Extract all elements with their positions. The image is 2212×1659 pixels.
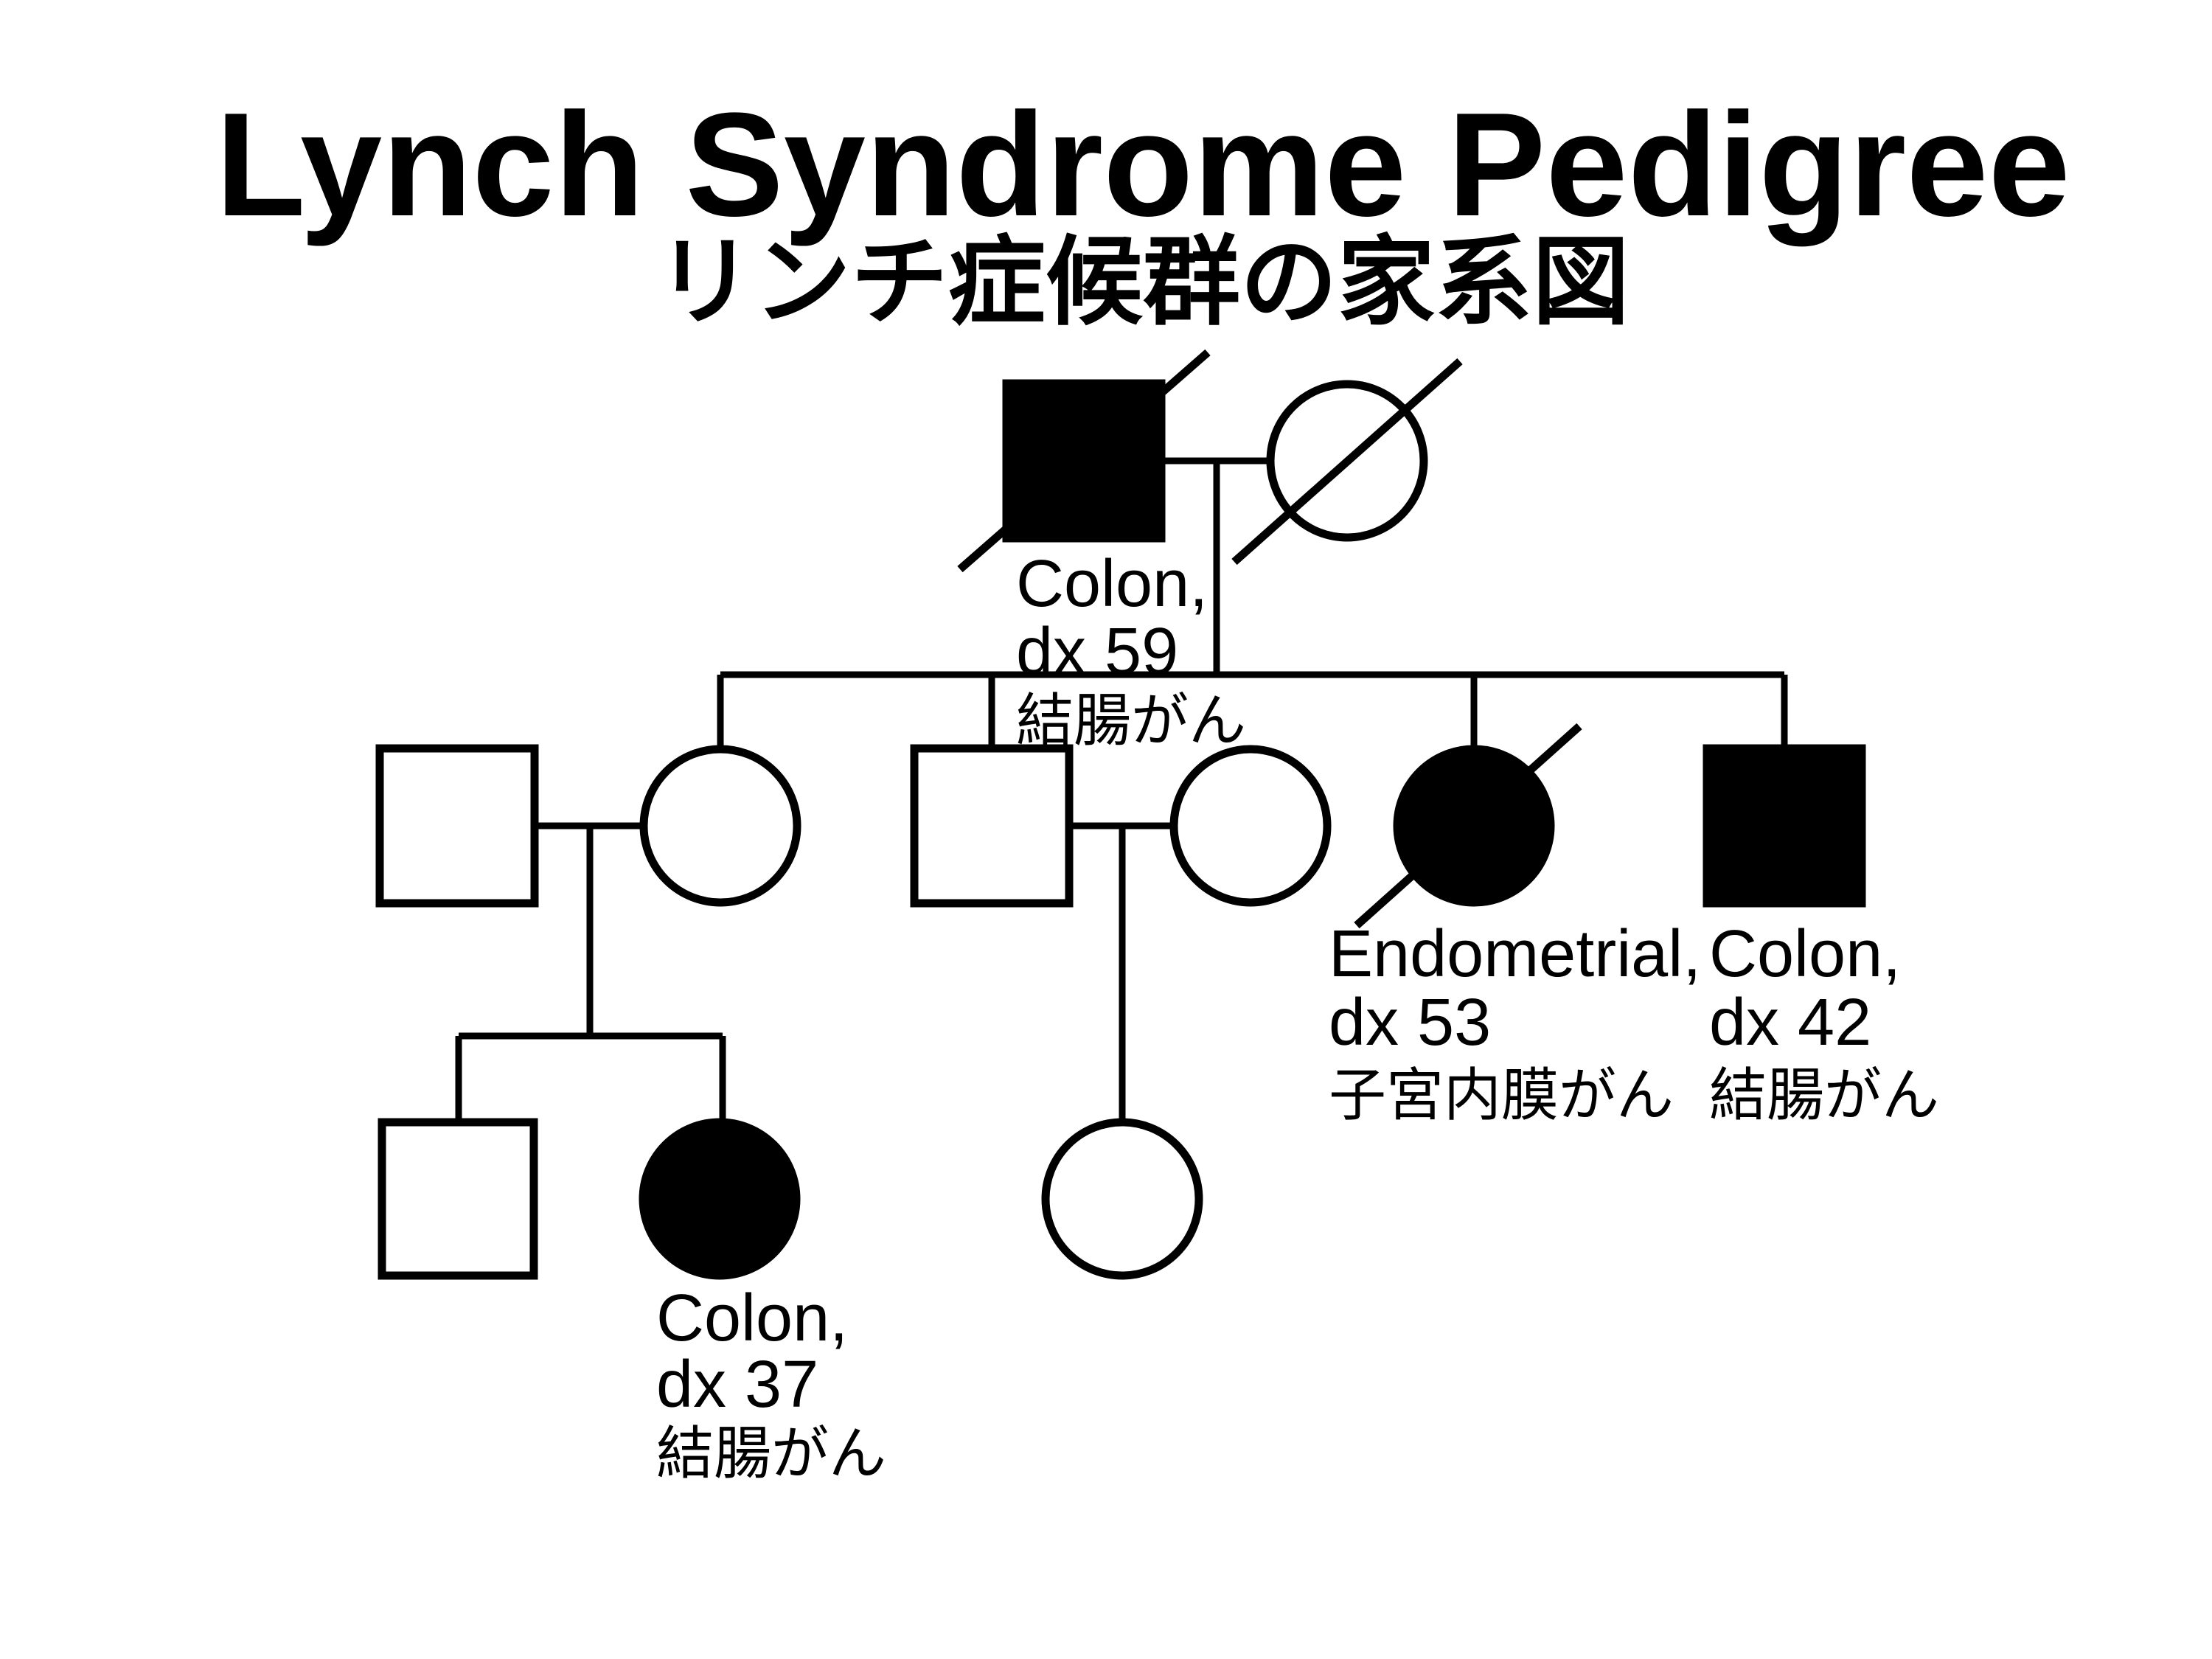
label-II-6: Colon, dx 42 結腸がん xyxy=(1709,917,1939,1127)
individual-II-3-male-symbol xyxy=(910,744,1074,908)
page-title: Lynch Syndrome Pedigree xyxy=(215,83,2070,247)
label-I-1-line2: dx 59 xyxy=(1016,615,1178,689)
label-II-5-line2: dx 53 xyxy=(1329,986,1491,1060)
deceased-slash-I-1 xyxy=(957,349,1211,573)
individual-II-4-female-symbol xyxy=(1169,745,1332,907)
individual-II-1-male-symbol xyxy=(375,744,539,908)
individual-III-3-female-symbol xyxy=(1041,1118,1203,1280)
deceased-slash-II-5 xyxy=(1354,723,1582,929)
connector-lines xyxy=(455,457,1788,1122)
label-II-5: Endometrial, dx 53 子宮内膜がん xyxy=(1329,917,1701,1127)
individual-II-6-affected-male-symbol xyxy=(1703,744,1866,908)
label-II-6-line2: dx 42 xyxy=(1709,986,1871,1060)
label-II-6-line3-japanese: 結腸がん xyxy=(1709,1062,1939,1127)
label-I-1-line3-japanese: 結腸がん xyxy=(1016,688,1246,753)
label-III-2-line1: Colon, xyxy=(656,1281,848,1355)
label-I-1: Colon, dx 59 結腸がん xyxy=(1016,547,1246,753)
deceased-slash-I-2 xyxy=(1231,358,1463,566)
individual-III-2-affected-female-symbol xyxy=(639,1118,801,1280)
page-subtitle-japanese: リンチ症候群の家系図 xyxy=(656,228,1630,336)
generation-1 xyxy=(957,349,1463,573)
label-II-5-line1: Endometrial, xyxy=(1329,917,1701,991)
generation-2 xyxy=(375,723,1866,929)
label-II-6-line1: Colon, xyxy=(1709,917,1901,991)
label-III-2: Colon, dx 37 結腸がん xyxy=(656,1281,886,1486)
label-I-1-line1: Colon, xyxy=(1016,547,1208,621)
individual-II-2-female-symbol xyxy=(639,745,801,907)
generation-3 xyxy=(378,1118,1203,1280)
label-II-5-line3-japanese: 子宮内膜がん xyxy=(1329,1062,1674,1127)
label-III-2-line2: dx 37 xyxy=(656,1348,818,1422)
label-III-2-line3-japanese: 結腸がん xyxy=(656,1421,886,1486)
individual-III-1-male-symbol xyxy=(378,1118,538,1280)
